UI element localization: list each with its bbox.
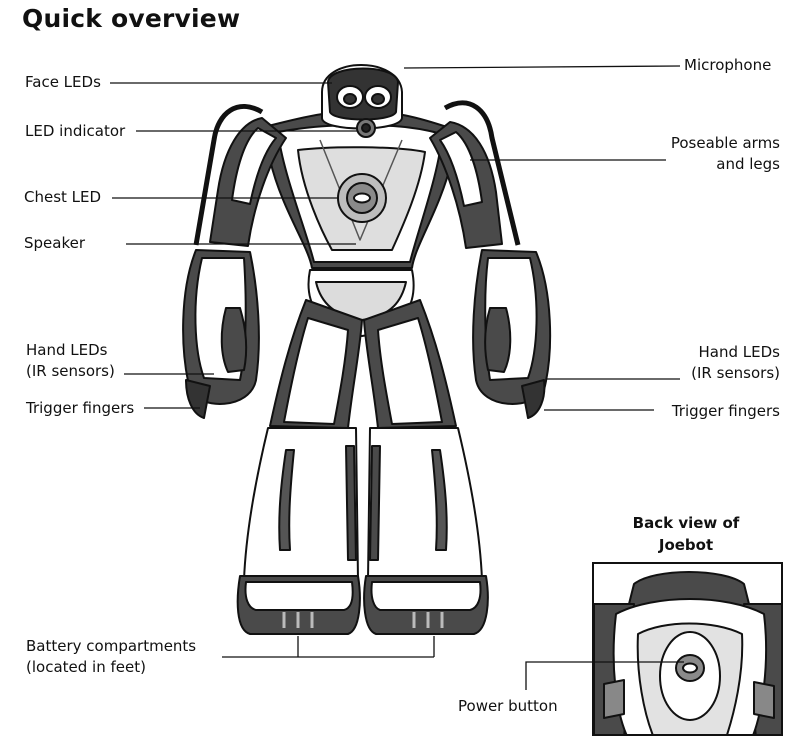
label-hand-leds-left: Hand LEDs (IR sensors) xyxy=(26,340,115,382)
right-trigger-finger xyxy=(521,379,546,419)
left-shin xyxy=(243,427,359,581)
right-shin xyxy=(367,427,483,581)
label-speaker: Speaker xyxy=(24,234,86,252)
left-hand-led xyxy=(220,307,248,373)
back-view-line1: Back view of xyxy=(632,514,740,532)
label-trigger-fingers-left: Trigger fingers xyxy=(26,399,135,417)
power-button-icon xyxy=(682,662,698,674)
label-chest-led: Chest LED xyxy=(24,188,102,206)
label-face-leds: Face LEDs xyxy=(25,73,101,91)
label-trigger-fingers-right: Trigger fingers xyxy=(671,402,780,420)
back-view-inset xyxy=(592,562,783,736)
label-microphone: Microphone xyxy=(684,56,772,74)
label-poseable-line1: Poseable arms xyxy=(670,134,780,152)
label-hand-leds-left-line1: Hand LEDs xyxy=(26,341,108,359)
label-battery-line2: (located in feet) xyxy=(26,658,146,676)
right-arm-cable xyxy=(443,100,521,246)
label-hand-leds-right-line2: (IR sensors) xyxy=(691,364,780,382)
label-battery-line1: Battery compartments xyxy=(26,637,197,655)
left-arm-cable xyxy=(193,104,264,246)
back-view-title: Back view of Joebot xyxy=(600,512,772,556)
label-battery-compartments: Battery compartments (located in feet) xyxy=(26,636,196,678)
back-view-line2: Joebot xyxy=(658,536,714,554)
label-hand-leds-right: Hand LEDs (IR sensors) xyxy=(660,342,780,384)
page-title: Quick overview xyxy=(22,4,241,33)
label-hand-leds-right-line1: Hand LEDs xyxy=(698,343,780,361)
right-hand-led xyxy=(484,307,512,373)
label-poseable-line2: and legs xyxy=(716,155,780,173)
label-hand-leds-left-line2: (IR sensors) xyxy=(26,362,115,380)
label-power-button: Power button xyxy=(458,697,558,715)
label-poseable-arms-legs: Poseable arms and legs xyxy=(640,133,780,175)
label-led-indicator: LED indicator xyxy=(25,122,126,140)
left-trigger-finger xyxy=(185,379,211,419)
back-view-illustration xyxy=(594,571,781,734)
